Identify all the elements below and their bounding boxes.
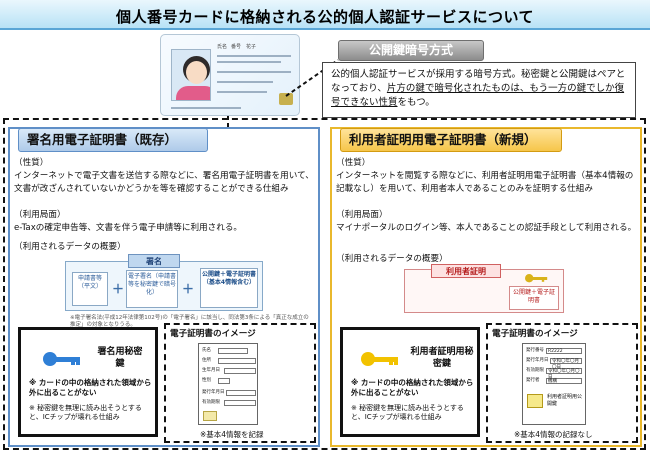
certificate-image: 氏名 住所 生年月日 性別 発行年月日 有効期限: [198, 343, 258, 425]
user-data-diagram: 利用者証明 公開鍵＋電子証明書: [404, 264, 564, 313]
user-certificate-title: 利用者証明用電子証明書（新規）: [340, 128, 562, 152]
public-key-certificate: 公開鍵＋電子証明書（基本4情報含む）: [200, 268, 258, 308]
title-bar: 個人番号カードに格納される公的個人認証サービスについて: [0, 0, 650, 30]
signature-secret-key-name: 署名用秘密鍵: [97, 347, 143, 369]
card-photo: [171, 49, 211, 101]
my-number-card-image: 氏名 番号 花子: [160, 34, 300, 116]
left-data-heading: （利用されるデータの概要）: [14, 242, 126, 252]
signature-secret-key-box: 署名用秘密鍵 ※ カードの中の格納された領域から外に出ることがない ※ 秘密鍵を…: [18, 327, 158, 437]
user-certificate-panel: 利用者証明用電子証明書（新規） （性質） インターネットを閲覧する際などに、利用…: [330, 127, 642, 447]
user-certificate-tag: 利用者証明: [431, 264, 501, 278]
e-signature-law-footnote: ※電子署名法(平成12年法律第102号)の「電子署名」に該当し、同法第3条による…: [70, 315, 309, 328]
signature-certificate-title: 署名用電子証明書（既存）: [18, 128, 208, 152]
right-data-heading: （利用されるデータの概要）: [336, 254, 448, 264]
left-usage: （利用局面） e-Taxの確定申告等、文書を伴う電子申請等に利用される。: [14, 210, 243, 233]
key-note-2: ※ 秘密鍵を無理に読み出そうとすると、ICチップが壊れる仕組み: [29, 404, 142, 421]
public-key-description: 公的個人認証サービスが採用する暗号方式。秘密鍵と公開鍵はペアとなっており、片方の…: [322, 62, 636, 118]
signature-tag: 署名: [128, 254, 180, 268]
image-title: 電子証明書のイメージ: [170, 329, 256, 339]
public-key-label: 公開鍵暗号方式: [338, 40, 484, 61]
right-nature: （性質） インターネットを閲覧する際などに、利用者証明用電子証明書（基本4情報の…: [336, 158, 634, 194]
key-note-1: ※ カードの中の格納された領域から外に出ることがない: [29, 378, 152, 397]
signature-data-diagram: 署名 申請書等（平文） ＋ 電子署名（申請書等を秘密鍵で暗号化） ＋ 公開鍵＋電…: [65, 254, 263, 311]
key-note-2: ※ 秘密鍵を無理に読み出そうとすると、ICチップが壊れる仕組み: [351, 404, 464, 421]
user-public-key-certificate: 公開鍵＋電子証明書: [509, 286, 559, 310]
left-nature: （性質） インターネットで電子文書を送信する際などに、署名用電子証明書を用いて、…: [14, 158, 314, 194]
image-title: 電子証明書のイメージ: [492, 329, 578, 339]
plaintext-doc: 申請書等（平文）: [72, 272, 108, 306]
ic-chip: [279, 93, 293, 105]
card-name-value: 番号 花子: [231, 44, 257, 50]
signature-certificate-image-box: 電子証明書のイメージ 氏名 住所 生年月日 性別 発行年月日 有効期限 ※基本4…: [164, 323, 316, 443]
outer-dashed-frame: [3, 118, 646, 450]
digital-signature: 電子署名（申請書等を秘密鍵で暗号化）: [126, 270, 178, 308]
page-title: 個人番号カードに格納される公的個人認証サービスについて: [115, 8, 535, 26]
signature-certificate-panel: 署名用電子証明書（既存） （性質） インターネットで電子文書を送信する際などに、…: [8, 127, 320, 447]
key-note-1: ※ カードの中の格納された領域から外に出ることがない: [351, 378, 474, 397]
image-note: ※基本4情報の記録なし: [514, 430, 593, 439]
key-icon: [527, 394, 543, 408]
user-secret-key-box: 利用者証明用秘密鍵 ※ カードの中の格納された領域から外に出ることがない ※ 秘…: [340, 327, 480, 437]
card-name-label: 氏名: [217, 44, 228, 50]
right-usage: （利用局面） マイナポータルのログイン等、本人であることの認証手段として利用され…: [336, 210, 637, 233]
certificate-caption: 利用者証明用公開鍵: [547, 394, 583, 407]
user-secret-key-name: 利用者証明用秘密鍵: [410, 347, 474, 369]
image-note: ※基本4情報を記録: [200, 430, 264, 439]
